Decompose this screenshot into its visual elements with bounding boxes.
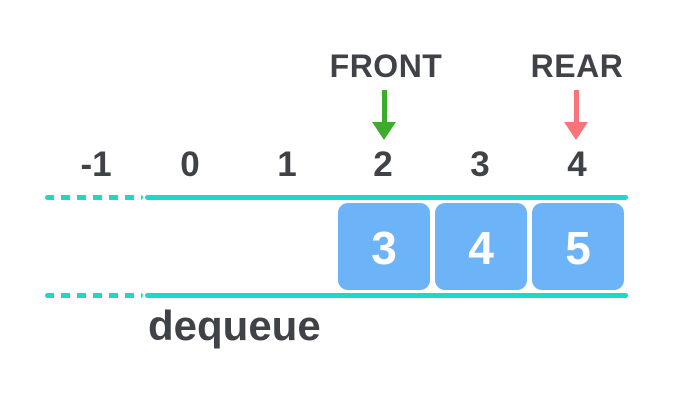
index-label-1: 1 [277, 145, 297, 184]
index-label-2: 2 [373, 145, 393, 184]
top-rail-dashed-segment [45, 195, 143, 200]
top-rail-solid-segment [145, 195, 628, 200]
rear-pointer-label: REAR [530, 48, 624, 84]
queue-cells: 3 4 5 [338, 203, 624, 290]
index-label-4: 4 [567, 145, 587, 184]
index-label-neg1: -1 [80, 145, 112, 184]
index-label-3: 3 [470, 145, 490, 184]
front-pointer-label: FRONT [329, 48, 443, 84]
bottom-rail-solid-segment [145, 293, 628, 298]
queue-cell: 3 [338, 203, 430, 290]
rear-arrow-shaft [573, 90, 579, 122]
rear-arrow-head [564, 122, 588, 140]
front-arrow-head [372, 122, 396, 140]
front-arrow-down-icon [372, 90, 396, 140]
index-label-0: 0 [180, 145, 200, 184]
front-arrow-shaft [381, 90, 387, 122]
rear-arrow-down-icon [564, 90, 588, 140]
queue-cell: 5 [532, 203, 624, 290]
operation-label: dequeue [148, 302, 321, 349]
cell-value: 4 [468, 221, 494, 274]
queue-cell: 4 [435, 203, 527, 290]
cell-value: 3 [371, 221, 397, 274]
bottom-rail-dashed-segment [45, 293, 143, 298]
cell-value: 5 [565, 221, 591, 274]
